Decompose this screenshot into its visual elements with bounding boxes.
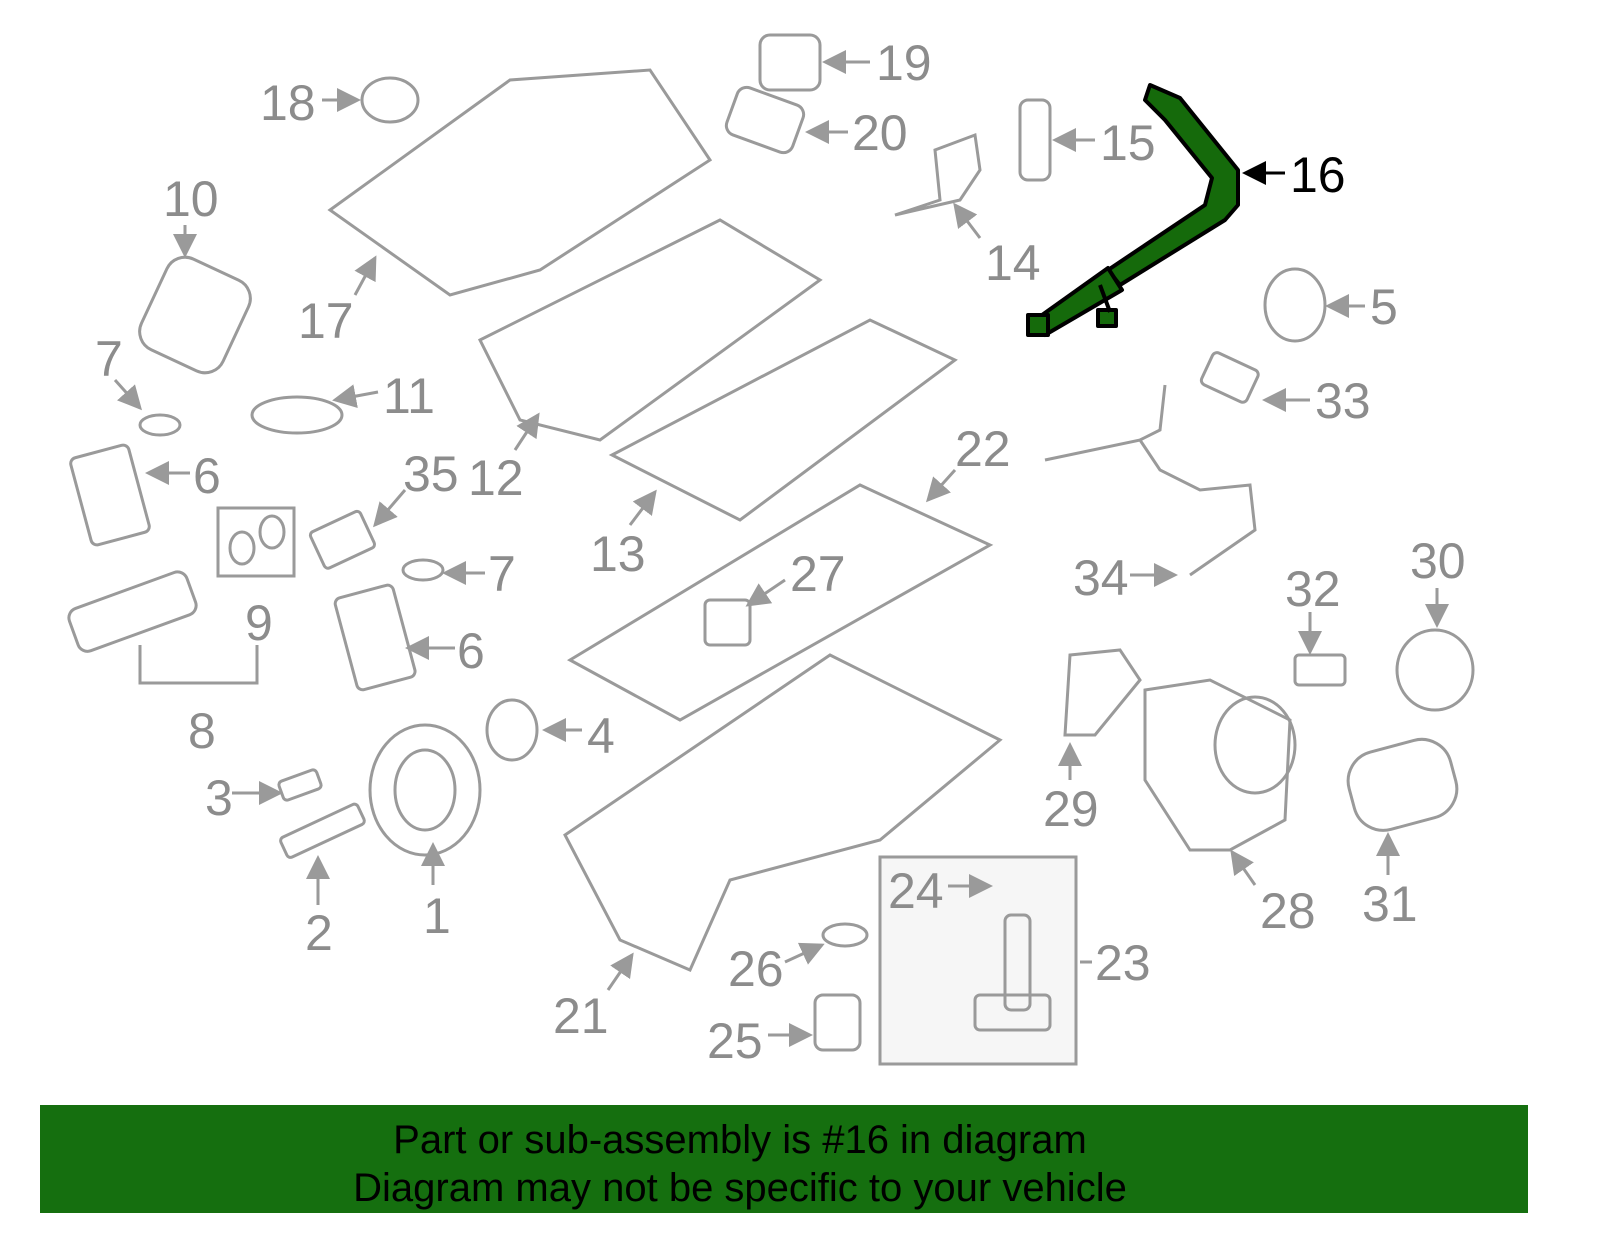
callout-21: 21 xyxy=(553,988,609,1044)
gasket-29 xyxy=(1063,648,1142,737)
callout-23: 23 xyxy=(1095,935,1151,991)
callout-13: 13 xyxy=(590,526,646,582)
plug-25 xyxy=(813,993,862,1052)
callout-18: 18 xyxy=(260,75,316,131)
banner-line-1: Part or sub-assembly is #16 in diagram xyxy=(393,1118,1087,1162)
callout-8: 8 xyxy=(188,703,216,759)
leader-lines xyxy=(113,50,1449,1047)
sensor-33 xyxy=(1199,351,1260,404)
callout-7b: 7 xyxy=(488,546,516,602)
callout-6a: 6 xyxy=(193,448,221,504)
gasket-11 xyxy=(250,395,344,435)
callout-11: 11 xyxy=(383,368,435,424)
callout-27: 27 xyxy=(790,546,846,602)
cap-18 xyxy=(360,76,420,124)
crank-pulley xyxy=(368,723,482,857)
filter-31 xyxy=(1346,737,1459,832)
callout-12: 12 xyxy=(468,450,524,506)
bolt-3 xyxy=(277,768,323,802)
gasket-20 xyxy=(724,85,806,155)
callout-26: 26 xyxy=(728,941,784,997)
cap-19 xyxy=(758,33,822,92)
callout-3: 3 xyxy=(205,770,233,826)
callout-33: 33 xyxy=(1315,373,1371,429)
banner-line-2: Diagram may not be specific to your vehi… xyxy=(353,1166,1127,1210)
part-15 xyxy=(1018,98,1052,182)
callout-31: 31 xyxy=(1362,876,1418,932)
callout-24: 24 xyxy=(888,863,944,919)
callout-19: 19 xyxy=(876,35,932,91)
callout-25: 25 xyxy=(707,1013,763,1069)
bolt-2 xyxy=(279,802,366,859)
o-ring-4 xyxy=(485,698,539,762)
oil-pan-gasket xyxy=(566,483,994,722)
valve-cover-gasket xyxy=(608,318,958,522)
callout-4: 4 xyxy=(587,708,615,764)
filter-10 xyxy=(138,255,252,375)
o-ring-7b xyxy=(401,558,445,582)
sensor-32 xyxy=(1293,653,1347,687)
callout-32: 32 xyxy=(1285,561,1341,617)
o-ring-7a xyxy=(138,413,182,437)
bracket-14 xyxy=(894,132,982,217)
housing-28 xyxy=(1143,678,1292,852)
oil-pan xyxy=(563,653,1003,972)
callout-5: 5 xyxy=(1370,279,1398,335)
callout-20: 20 xyxy=(852,105,908,161)
callout-30: 30 xyxy=(1410,533,1466,589)
sensor-35 xyxy=(308,509,377,570)
sensor-27 xyxy=(703,598,752,647)
highlighted-hose-16 xyxy=(1026,83,1240,337)
callout-35: 35 xyxy=(403,446,459,502)
callout-34: 34 xyxy=(1073,550,1129,606)
callout-14: 14 xyxy=(985,235,1041,291)
callout-6b: 6 xyxy=(457,623,485,679)
callout-9: 9 xyxy=(245,595,273,651)
sensor-6b xyxy=(333,583,417,692)
callout-17: 17 xyxy=(298,293,354,349)
callout-29: 29 xyxy=(1043,781,1099,837)
solenoid-8 xyxy=(67,570,198,653)
callout-7a: 7 xyxy=(95,331,123,387)
callout-10: 10 xyxy=(163,171,219,227)
seal-26 xyxy=(821,922,869,948)
seal-5 xyxy=(1263,267,1327,343)
info-banner: Part or sub-assembly is #16 in diagram D… xyxy=(40,1105,1528,1213)
engine-cover xyxy=(327,68,713,297)
box-9 xyxy=(216,506,296,578)
callout-16[interactable]: 16 xyxy=(1290,147,1346,203)
callout-15: 15 xyxy=(1100,115,1156,171)
sensor-23 xyxy=(1003,913,1032,1012)
callout-1: 1 xyxy=(423,888,451,944)
valve-cover xyxy=(477,218,823,442)
callout-28: 28 xyxy=(1260,883,1316,939)
sensor-6a xyxy=(69,443,151,547)
callout-22: 22 xyxy=(955,421,1011,477)
callout-2: 2 xyxy=(305,905,333,961)
cap-30 xyxy=(1395,628,1475,712)
